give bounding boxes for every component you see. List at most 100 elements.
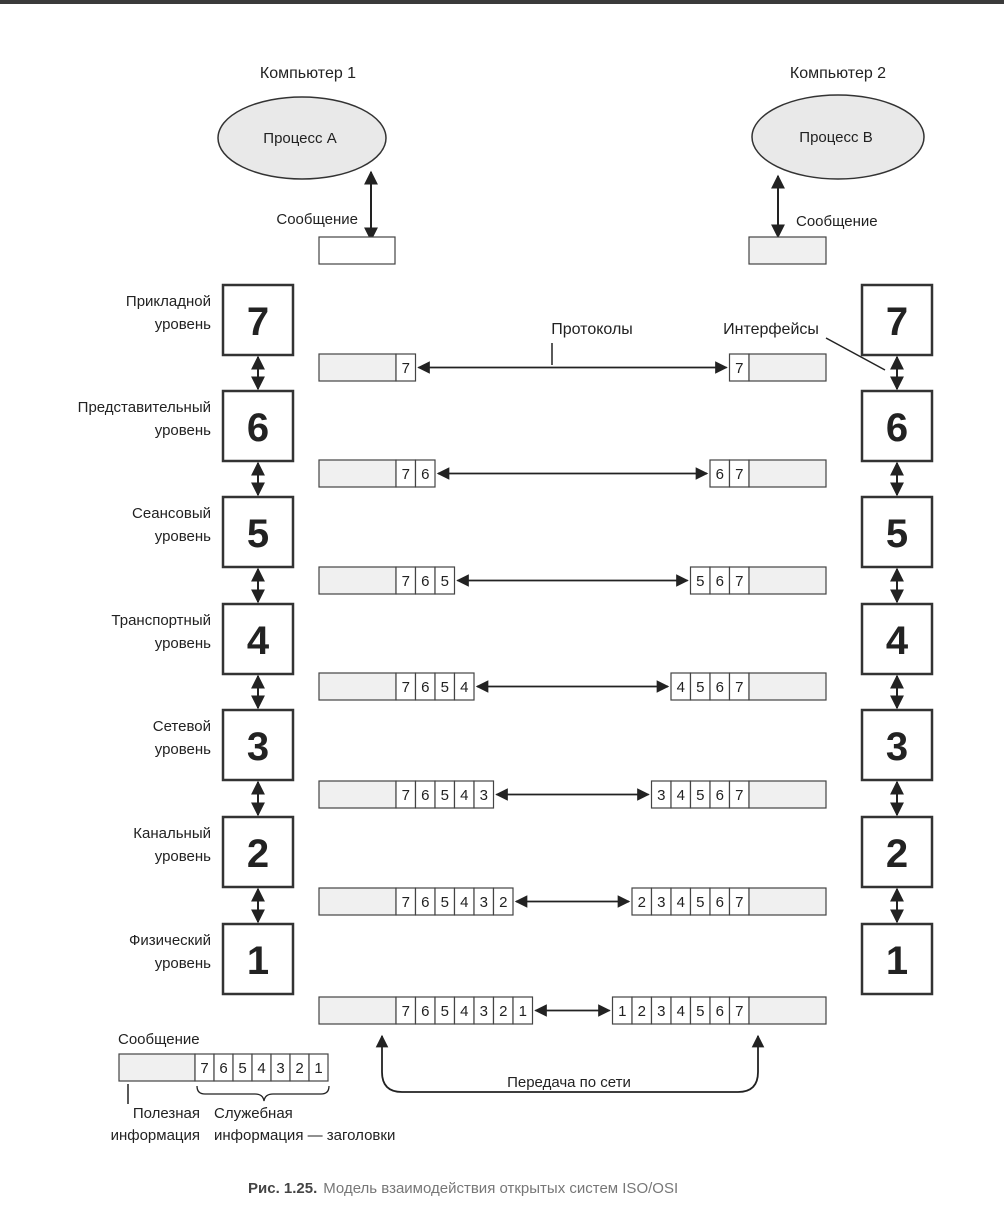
layer-box-left-6 bbox=[221, 389, 295, 463]
legend-header-digit: 1 bbox=[314, 1060, 322, 1077]
payload-cell-right-row-5 bbox=[748, 780, 827, 809]
header-cell-left bbox=[395, 353, 417, 382]
layer-box-left-3 bbox=[221, 708, 295, 782]
layer-level-word-7: уровень bbox=[155, 316, 211, 333]
interfaces-leader bbox=[825, 337, 886, 371]
header-digit-right: 4 bbox=[677, 1003, 685, 1020]
message-label-right: Сообщение bbox=[796, 213, 878, 230]
layer-number-right-1: 1 bbox=[886, 939, 908, 983]
header-digit-left: 4 bbox=[460, 787, 468, 804]
header-digit-right: 7 bbox=[735, 787, 743, 804]
payload-cell-left-row-2 bbox=[318, 459, 397, 488]
layer-number-left-7: 7 bbox=[247, 300, 269, 344]
header-digit-right: 7 bbox=[735, 360, 743, 377]
payload-cell-left-row-3 bbox=[318, 566, 397, 595]
payload-cell-right-row-7 bbox=[748, 996, 827, 1025]
computer-2-label: Компьютер 2 bbox=[790, 65, 886, 82]
payload-cell-left-row-1 bbox=[318, 353, 397, 382]
layer-number-right-3: 3 bbox=[886, 725, 908, 769]
process-b-ellipse bbox=[751, 94, 925, 180]
legend-payload-label-2: информация bbox=[111, 1127, 200, 1144]
header-cell-left bbox=[492, 887, 514, 916]
header-digit-right: 4 bbox=[677, 679, 685, 696]
layer-name-4: Транспортный bbox=[111, 612, 211, 629]
layer-box-right-7 bbox=[860, 283, 934, 357]
header-cell-left bbox=[512, 996, 534, 1025]
header-digit-left: 6 bbox=[421, 787, 429, 804]
header-digit-right: 2 bbox=[638, 894, 646, 911]
layer-level-word-1: уровень bbox=[155, 955, 211, 972]
legend-service-label-2: информация — заголовки bbox=[214, 1127, 395, 1144]
header-digit-right: 5 bbox=[696, 1003, 704, 1020]
layer-level-word-4: уровень bbox=[155, 635, 211, 652]
layer-number-right-6: 6 bbox=[886, 406, 908, 450]
payload-cell-left-row-4 bbox=[318, 672, 397, 701]
layer-level-word-5: уровень bbox=[155, 528, 211, 545]
legend-header-digit: 2 bbox=[295, 1060, 303, 1077]
layer-box-left-1 bbox=[221, 922, 295, 996]
header-digit-right: 3 bbox=[657, 894, 665, 911]
layer-number-right-5: 5 bbox=[886, 512, 908, 556]
caption-number: Рис. 1.25. bbox=[248, 1180, 317, 1197]
layer-number-left-6: 6 bbox=[247, 406, 269, 450]
message-bar-right bbox=[748, 236, 827, 265]
layer-box-right-1 bbox=[860, 922, 934, 996]
header-digit-right: 5 bbox=[696, 787, 704, 804]
header-digit-left: 7 bbox=[402, 787, 410, 804]
payload-cell-right-row-1 bbox=[748, 353, 827, 382]
header-cell-left bbox=[414, 459, 436, 488]
interfaces-label: Интерфейсы bbox=[723, 321, 819, 338]
legend-header-cell bbox=[308, 1053, 329, 1082]
figure-caption: Рис. 1.25.Модель взаимодействия открытых… bbox=[248, 1180, 678, 1197]
header-digit-right: 7 bbox=[735, 466, 743, 483]
header-digit-right: 1 bbox=[618, 1003, 626, 1020]
layer-box-left-2 bbox=[221, 815, 295, 889]
header-digit-left: 5 bbox=[441, 679, 449, 696]
legend-message-label: Сообщение bbox=[118, 1031, 200, 1048]
layer-box-left-5 bbox=[221, 495, 295, 569]
header-digit-left: 3 bbox=[480, 787, 488, 804]
header-digit-right: 4 bbox=[677, 787, 685, 804]
header-digit-left: 4 bbox=[460, 894, 468, 911]
header-digit-left: 7 bbox=[402, 679, 410, 696]
layer-number-right-7: 7 bbox=[886, 300, 908, 344]
header-digit-right: 7 bbox=[735, 679, 743, 696]
header-digit-right: 4 bbox=[677, 894, 685, 911]
layer-number-right-2: 2 bbox=[886, 832, 908, 876]
process-a-ellipse bbox=[217, 96, 387, 180]
layer-name-1: Физический bbox=[129, 932, 211, 949]
layer-box-left-7 bbox=[221, 283, 295, 357]
payload-cell-right-row-2 bbox=[748, 459, 827, 488]
legend-service-label-1: Служебная bbox=[214, 1105, 293, 1122]
header-digit-right: 3 bbox=[657, 787, 665, 804]
header-digit-right: 7 bbox=[735, 573, 743, 590]
layer-number-left-1: 1 bbox=[247, 939, 269, 983]
header-digit-right: 6 bbox=[716, 787, 724, 804]
message-label-left: Сообщение bbox=[276, 211, 358, 228]
network-transfer-label: Передача по сети bbox=[507, 1074, 631, 1091]
protocols-label: Протоколы bbox=[551, 321, 633, 338]
header-digit-left: 5 bbox=[441, 573, 449, 590]
layer-box-right-3 bbox=[860, 708, 934, 782]
header-digit-right: 6 bbox=[716, 679, 724, 696]
payload-cell-left-row-6 bbox=[318, 887, 397, 916]
layer-number-left-2: 2 bbox=[247, 832, 269, 876]
header-digit-right: 2 bbox=[638, 1003, 646, 1020]
header-digit-right: 6 bbox=[716, 1003, 724, 1020]
header-digit-left: 7 bbox=[402, 466, 410, 483]
process-a-label: Процесс А bbox=[263, 130, 336, 147]
header-digit-right: 3 bbox=[657, 1003, 665, 1020]
header-digit-right: 6 bbox=[716, 573, 724, 590]
header-digit-left: 6 bbox=[421, 679, 429, 696]
network-transfer-bracket bbox=[375, 1034, 765, 1093]
layer-name-2: Канальный bbox=[133, 825, 211, 842]
header-digit-left: 6 bbox=[421, 573, 429, 590]
header-digit-right: 7 bbox=[735, 894, 743, 911]
computer-1-label: Компьютер 1 bbox=[260, 65, 356, 82]
header-digit-left: 4 bbox=[460, 679, 468, 696]
header-digit-left: 7 bbox=[402, 894, 410, 911]
layer-box-left-4 bbox=[221, 602, 295, 676]
payload-cell-left-row-5 bbox=[318, 780, 397, 809]
header-digit-left: 7 bbox=[402, 1003, 410, 1020]
header-digit-left: 3 bbox=[480, 1003, 488, 1020]
